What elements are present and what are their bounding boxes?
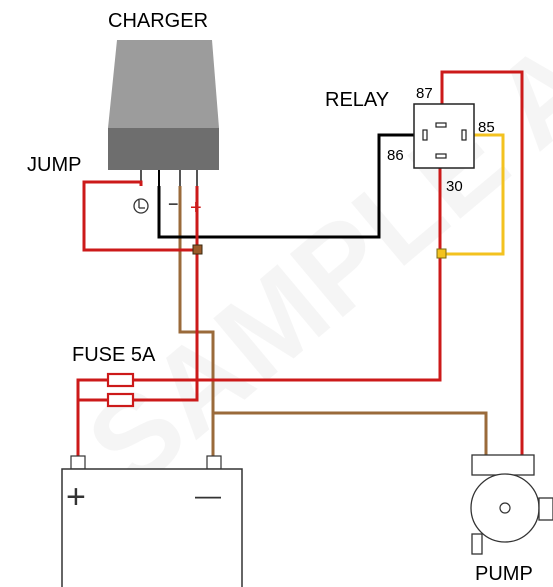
black-wire-to-relay-86 (157, 133, 414, 239)
relay-label: RELAY (325, 89, 389, 111)
charger-base (108, 128, 219, 170)
charger-minus-symbol: − (168, 194, 179, 214)
red-wire-battery-to-fuses (76, 378, 108, 457)
charger-top (108, 40, 219, 128)
fuse-bottom (106, 392, 135, 408)
charger-label: CHARGER (108, 10, 208, 32)
pump-base (471, 533, 483, 555)
fuses: FUSE 5A (72, 344, 156, 408)
relay: RELAY 87 85 86 30 (325, 85, 495, 195)
pin-86-label: 86 (387, 147, 404, 164)
pump-impeller (499, 502, 511, 514)
pump: PUMP (470, 454, 553, 585)
battery-body (61, 468, 243, 587)
red-wire-jump-loop (82, 180, 197, 252)
brown-wire-to-pump (213, 411, 488, 455)
timer-icon (133, 198, 149, 214)
charger: CHARGER − + JUMP (27, 10, 219, 219)
relay-pin-86 (422, 129, 428, 141)
brown-red-junction (192, 244, 203, 255)
pump-label: PUMP (475, 563, 533, 585)
red-wire-charger-to-fuse (133, 186, 199, 402)
pin-85-label: 85 (478, 119, 495, 136)
battery-terminal-positive (70, 455, 86, 470)
battery-minus-symbol: — (195, 480, 221, 510)
red-wire-relay-87-to-pump (440, 70, 524, 457)
battery: + — (61, 455, 243, 587)
fuse-top (106, 372, 135, 388)
relay-pin-87 (435, 122, 447, 128)
relay-pin-30 (435, 153, 447, 159)
red-wire-fuse-to-relay-30 (133, 163, 442, 382)
fuse-label: FUSE 5A (72, 344, 156, 366)
pump-top-cap (471, 454, 535, 476)
battery-terminal-negative (206, 455, 222, 470)
relay-pin-85 (461, 129, 467, 141)
battery-plus-symbol: + (66, 478, 86, 516)
jump-label: JUMP (27, 154, 81, 176)
pump-outlet (538, 497, 553, 521)
yellow-junction (436, 248, 447, 259)
yellow-wire-relay-85 (441, 133, 505, 256)
pin-87-label: 87 (416, 85, 433, 102)
pin-30-label: 30 (446, 178, 463, 195)
